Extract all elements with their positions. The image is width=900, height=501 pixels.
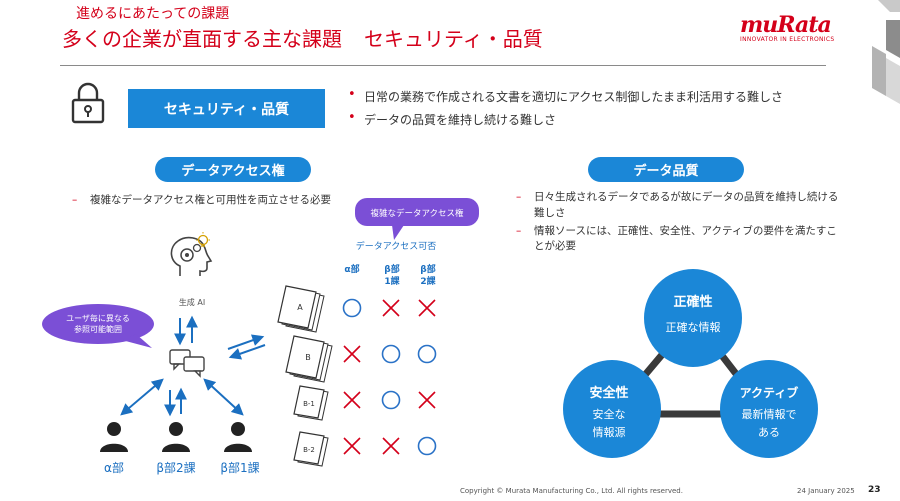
user-label: β部2課 [156, 460, 195, 475]
access-denied-mark [418, 299, 436, 317]
node-title: 正確性 [673, 294, 712, 310]
top-bullet-list: 日常の業務で作成される文書を適切にアクセス制御したまま利活用する難しさ データの… [344, 87, 783, 134]
quality-points: 日々生成されるデータであるが故にデータの品質を維持し続ける難しさ 情報ソースには… [512, 190, 842, 257]
user-scope-bubble: ユーザ毎に異なる 参照可能範囲 [42, 304, 154, 348]
access-denied-mark [343, 391, 361, 409]
page-number: 23 [868, 485, 881, 495]
access-denied-mark [418, 391, 436, 409]
access-denied-mark [382, 437, 400, 455]
access-allowed-mark [381, 344, 401, 364]
quality-point: 日々生成されるデータであるが故にデータの品質を維持し続ける難しさ [512, 190, 842, 222]
complex-bubble-text: 複雑なデータアクセス権 [370, 208, 464, 219]
user-icon [162, 422, 190, 452]
title-main: 多くの企業が直面する主な課題 [62, 27, 342, 51]
node-body: ある [758, 426, 780, 439]
user-label: β部1課 [220, 460, 259, 475]
node-title: 安全性 [589, 385, 628, 401]
arrow-to-docs [227, 334, 265, 350]
murata-logo: muRata INNOVATOR IN ELECTRONICS [740, 12, 852, 50]
title-topic: セキュリティ・品質 [364, 27, 543, 51]
node-body: 情報源 [593, 425, 626, 439]
document-label: B [305, 353, 311, 362]
scope-bubble-line: 参照可能範囲 [74, 324, 122, 334]
access-allowed-mark [381, 390, 401, 410]
node-accuracy: 正確性 正確な情報 [644, 269, 742, 367]
node-body: 安全な [593, 407, 626, 421]
matrix-col-header: 2課 [420, 275, 436, 287]
complex-access-bubble: 複雑なデータアクセス権 [355, 198, 479, 240]
user-icon [100, 422, 128, 452]
node-body: 正確な情報 [666, 320, 721, 334]
node-security: 安全性 安全な 情報源 [563, 360, 661, 458]
matrix-col-header: α部 [344, 263, 359, 275]
header-divider [60, 65, 826, 66]
ai-head-icon [170, 236, 213, 276]
document-label: B-2 [303, 446, 315, 454]
arrow-from-docs [228, 344, 266, 360]
document-stack-icon: B-2 [293, 431, 329, 467]
document-stack-icon: A [277, 285, 325, 333]
logo-tagline: INNOVATOR IN ELECTRONICS [740, 36, 835, 43]
access-point: 複雑なデータアクセス権と可用性を両立させる必要 [68, 193, 408, 209]
node-active: アクティブ 最新情報で ある [720, 360, 818, 458]
lightbulb-icon [196, 232, 210, 247]
document-label: A [297, 303, 303, 312]
document-label: B-1 [303, 400, 315, 408]
user-arrow [120, 378, 164, 416]
access-allowed-mark [417, 344, 437, 364]
data-access-pill: データアクセス権 [155, 157, 311, 182]
access-denied-mark [382, 299, 400, 317]
matrix-caption: データアクセス可否 [356, 240, 437, 252]
user-arrow [203, 378, 244, 416]
section-subtitle: 進めるにあたっての課題 [76, 6, 230, 22]
node-body: 最新情報で [742, 407, 797, 421]
matrix-col-header: β部 [420, 263, 435, 275]
top-bullet: 日常の業務で作成される文書を適切にアクセス制御したまま利活用する難しさ [344, 87, 783, 105]
user-icon [224, 422, 252, 452]
user-label: α部 [104, 460, 124, 475]
access-matrix [342, 298, 437, 456]
access-points: 複雑なデータアクセス権と可用性を両立させる必要 [68, 193, 408, 211]
corner-decoration [872, 0, 900, 104]
access-denied-mark [343, 437, 361, 455]
node-title: アクティブ [740, 385, 799, 400]
document-stack-icon: B-1 [293, 385, 329, 421]
document-stack-icon: B [285, 335, 333, 383]
quality-triangle: 正確性 正確な情報 安全性 安全な 情報源 アクティブ 最新情報で ある [563, 269, 818, 458]
page-title: 多くの企業が直面する主な課題セキュリティ・品質 [62, 23, 543, 52]
footer-date: 24 January 2025 [797, 487, 855, 495]
logo-word: muRata [740, 12, 832, 38]
chat-icon [169, 349, 205, 378]
footer-copyright: Copyright © Murata Manufacturing Co., Lt… [460, 487, 683, 495]
top-bullet: データの品質を維持し続ける難しさ [344, 110, 783, 128]
quality-point: 情報ソースには、正確性、安全性、アクティブの要件を満たすことが必要 [512, 224, 842, 256]
data-quality-pill: データ品質 [588, 157, 744, 182]
access-allowed-mark [417, 436, 437, 456]
ai-label: 生成 AI [179, 297, 205, 307]
access-allowed-mark [342, 298, 362, 318]
lock-icon [71, 82, 105, 124]
matrix-col-header: 1課 [384, 275, 400, 287]
scope-bubble-line: ユーザ毎に異なる [66, 313, 130, 323]
topic-box: セキュリティ・品質 [128, 89, 325, 128]
matrix-col-header: β部 [384, 263, 399, 275]
access-denied-mark [343, 345, 361, 363]
